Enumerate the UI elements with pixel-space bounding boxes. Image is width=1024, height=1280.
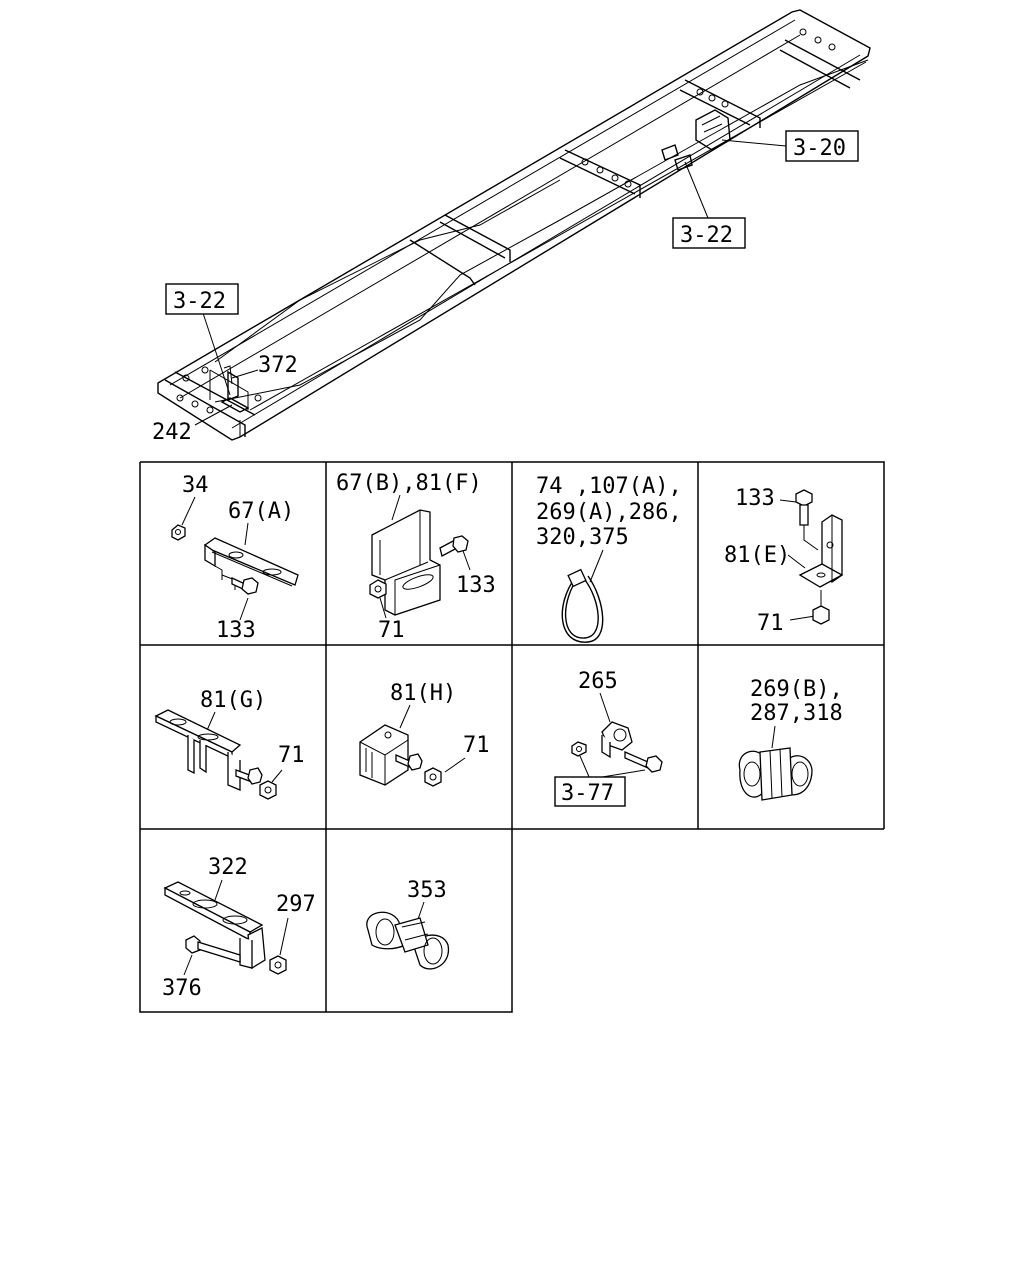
cell-clip-353: 353 — [366, 878, 450, 970]
nut-icon — [571, 741, 587, 757]
ref-3-77: 3-77 — [561, 781, 614, 806]
nut-icon — [269, 955, 287, 975]
parts-grid — [139, 461, 885, 1013]
label-353: 353 — [407, 878, 447, 903]
cell-bracket-81g: 81(G) 71 — [154, 688, 305, 800]
nut-icon — [369, 579, 387, 599]
ref-3-22-left: 3-22 — [173, 289, 226, 314]
label-71: 71 — [278, 743, 305, 768]
label-133: 133 — [735, 486, 775, 511]
cell-bracket-67a: 34 67(A) 133 — [171, 473, 299, 643]
ref-box-3-77 — [554, 776, 626, 807]
label-133: 133 — [216, 618, 256, 643]
nut-icon — [424, 767, 442, 787]
cell-bracket-67b-81f: 67(B),81(F) 133 71 — [336, 471, 496, 643]
ref-box-3-20 — [785, 130, 859, 162]
nut-icon — [812, 605, 830, 625]
bolt-icon — [407, 753, 423, 771]
cell-clip-265: 265 3-77 — [554, 669, 663, 807]
part-242: 242 — [152, 420, 192, 445]
label-376: 376 — [162, 976, 202, 1001]
ref-box-3-22-left — [165, 283, 239, 315]
ref-3-20: 3-20 — [793, 136, 846, 161]
chassis-frame — [157, 9, 871, 441]
label-265: 265 — [578, 669, 618, 694]
label-81g: 81(G) — [200, 688, 266, 713]
cell-bracket-81e: 133 81(E) 71 — [724, 486, 844, 636]
label-322: 322 — [208, 855, 248, 880]
cell-clip-269b: 269(B), 287,318 — [738, 677, 843, 801]
bolt-icon — [795, 489, 813, 507]
frame-callouts: 3-20 3-22 3-22 372 242 — [152, 130, 859, 445]
cell-bracket-322: 322 297 376 — [162, 855, 316, 1001]
label-tie-line2: 269(A),286, — [536, 500, 682, 525]
label-tie-line3: 320,375 — [536, 525, 629, 550]
label-71: 71 — [463, 733, 490, 758]
label-297: 297 — [276, 892, 316, 917]
label-tie-line1: 74 ,107(A), — [536, 474, 682, 499]
label-34: 34 — [182, 473, 209, 498]
bolt-icon — [241, 577, 259, 595]
nut-icon — [171, 524, 186, 541]
label-67a: 67(A) — [228, 499, 294, 524]
label-133: 133 — [456, 573, 496, 598]
bolt-icon — [247, 767, 263, 785]
cell-cable-tie: 74 ,107(A), 269(A),286, 320,375 — [536, 474, 682, 643]
nut-icon — [259, 780, 277, 800]
label-81e: 81(E) — [724, 543, 790, 568]
ref-3-22-right: 3-22 — [680, 223, 733, 248]
label-71: 71 — [378, 618, 405, 643]
label-81h: 81(H) — [390, 681, 456, 706]
cell-bracket-81h: 81(H) 71 — [359, 681, 490, 787]
label-71: 71 — [757, 611, 784, 636]
label-287-318: 287,318 — [750, 701, 843, 726]
ref-box-3-22-right — [672, 217, 746, 249]
label-269b: 269(B), — [750, 677, 843, 702]
bolt-icon — [645, 755, 663, 773]
label-67b-81f: 67(B),81(F) — [336, 471, 482, 496]
cable-tie-icon — [564, 574, 599, 639]
bolt-icon — [452, 535, 469, 553]
part-372: 372 — [258, 353, 298, 378]
